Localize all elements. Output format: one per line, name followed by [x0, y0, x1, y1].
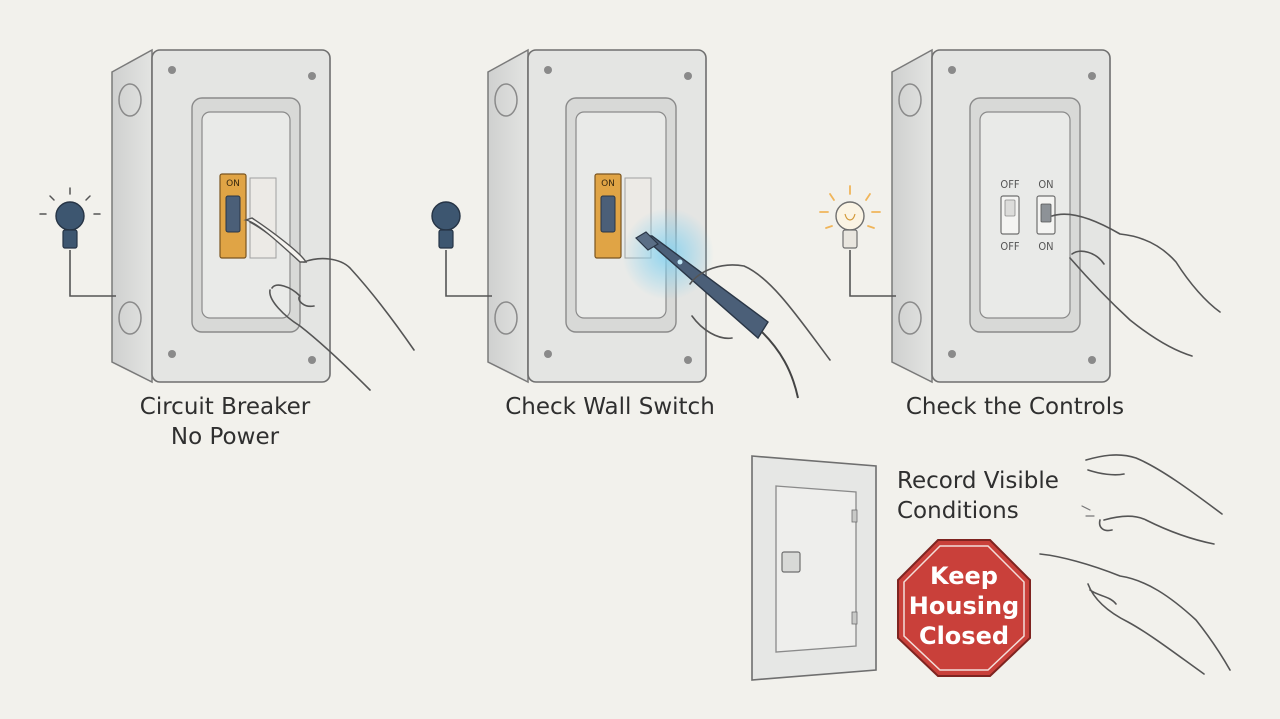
screw	[948, 350, 956, 358]
bulb-wire	[69, 250, 116, 297]
knockout-hole	[118, 301, 142, 335]
left-switch-bottom-label: OFF	[1000, 240, 1019, 253]
stop-sign-border	[903, 545, 1025, 671]
pointing-hand-icon	[1051, 213, 1221, 357]
caption-wall-switch: Check Wall Switch	[480, 392, 740, 422]
light-bulb-icon	[835, 201, 865, 231]
screw	[684, 356, 692, 364]
caption-line-1: Check the Controls	[905, 394, 1125, 420]
right-switch-top-label: ON	[1038, 178, 1053, 191]
closed-door	[775, 485, 857, 653]
breaker-handle	[225, 195, 241, 233]
box-side	[487, 48, 529, 384]
bulb-rays	[819, 185, 881, 229]
tester-cable	[761, 331, 799, 399]
knockout-hole	[118, 83, 142, 117]
caption-record-conditions: Record Visible Conditions	[897, 466, 1097, 526]
right-switch-bottom-label: ON	[1038, 240, 1053, 253]
bulb-wire	[445, 250, 492, 297]
panel-record-conditions: Keep Housing Closed	[751, 454, 1231, 681]
bulb-base	[62, 229, 78, 249]
bulb-rays	[39, 187, 101, 215]
screw	[308, 72, 316, 80]
toggle-lever	[1004, 199, 1016, 217]
door-hinge	[851, 611, 858, 625]
caption-line-1: Check Wall Switch	[505, 394, 715, 420]
door-hinge	[851, 509, 858, 523]
stop-sign-line-2: Housing	[909, 592, 1019, 620]
screw	[1088, 356, 1096, 364]
box-side	[891, 48, 933, 384]
left-switch-top-label: OFF	[1000, 178, 1019, 191]
bulb-base	[438, 229, 454, 249]
screw	[1088, 72, 1096, 80]
screw	[684, 72, 692, 80]
caption-line-1: Record Visible	[897, 468, 1059, 494]
bulb-wire	[849, 250, 896, 297]
pointing-hand-icon	[249, 221, 415, 391]
knockout-hole	[898, 301, 922, 335]
knockout-hole	[494, 301, 518, 335]
screw	[168, 66, 176, 74]
screw	[544, 66, 552, 74]
knockout-hole	[898, 83, 922, 117]
knockout-hole	[494, 83, 518, 117]
pinching-hand-icon	[1085, 454, 1223, 545]
light-bulb-icon	[55, 201, 85, 231]
caption-line-1: Circuit Breaker	[139, 394, 311, 420]
toggle-lever	[1040, 203, 1052, 223]
bulb-filament	[844, 213, 856, 221]
pointing-hand-icon	[1039, 553, 1231, 675]
caption-line-2: Conditions	[897, 498, 1019, 524]
tester-tip	[635, 231, 659, 251]
light-bulb-icon	[431, 201, 461, 231]
motion-marks	[1081, 505, 1095, 517]
screw	[308, 356, 316, 364]
caption-circuit-breaker: Circuit Breaker No Power	[100, 392, 350, 452]
breaker-handle	[600, 195, 616, 233]
stop-sign-icon	[897, 539, 1031, 677]
breaker-on-label: ON	[226, 179, 240, 189]
caption-line-2: No Power	[170, 424, 280, 450]
caption-controls: Check the Controls	[880, 392, 1150, 422]
bulb-base	[842, 229, 858, 249]
screw	[168, 350, 176, 358]
door-latch-icon	[781, 551, 801, 573]
breaker-on-label: ON	[601, 179, 615, 189]
breaker-blank	[249, 177, 277, 259]
panel-circuit-breaker: ON	[39, 48, 415, 391]
stop-sign-line-1: Keep	[930, 562, 998, 590]
panel-wall-switch: ON	[431, 48, 831, 399]
screw	[948, 66, 956, 74]
tester-indicator	[677, 259, 683, 265]
holding-hand-icon	[689, 264, 831, 361]
pointing-finger	[243, 217, 308, 263]
box-side	[111, 48, 153, 384]
screw	[544, 350, 552, 358]
stop-sign-line-3: Closed	[919, 622, 1009, 650]
panel-controls: OFF OFF ON ON	[819, 48, 1221, 384]
